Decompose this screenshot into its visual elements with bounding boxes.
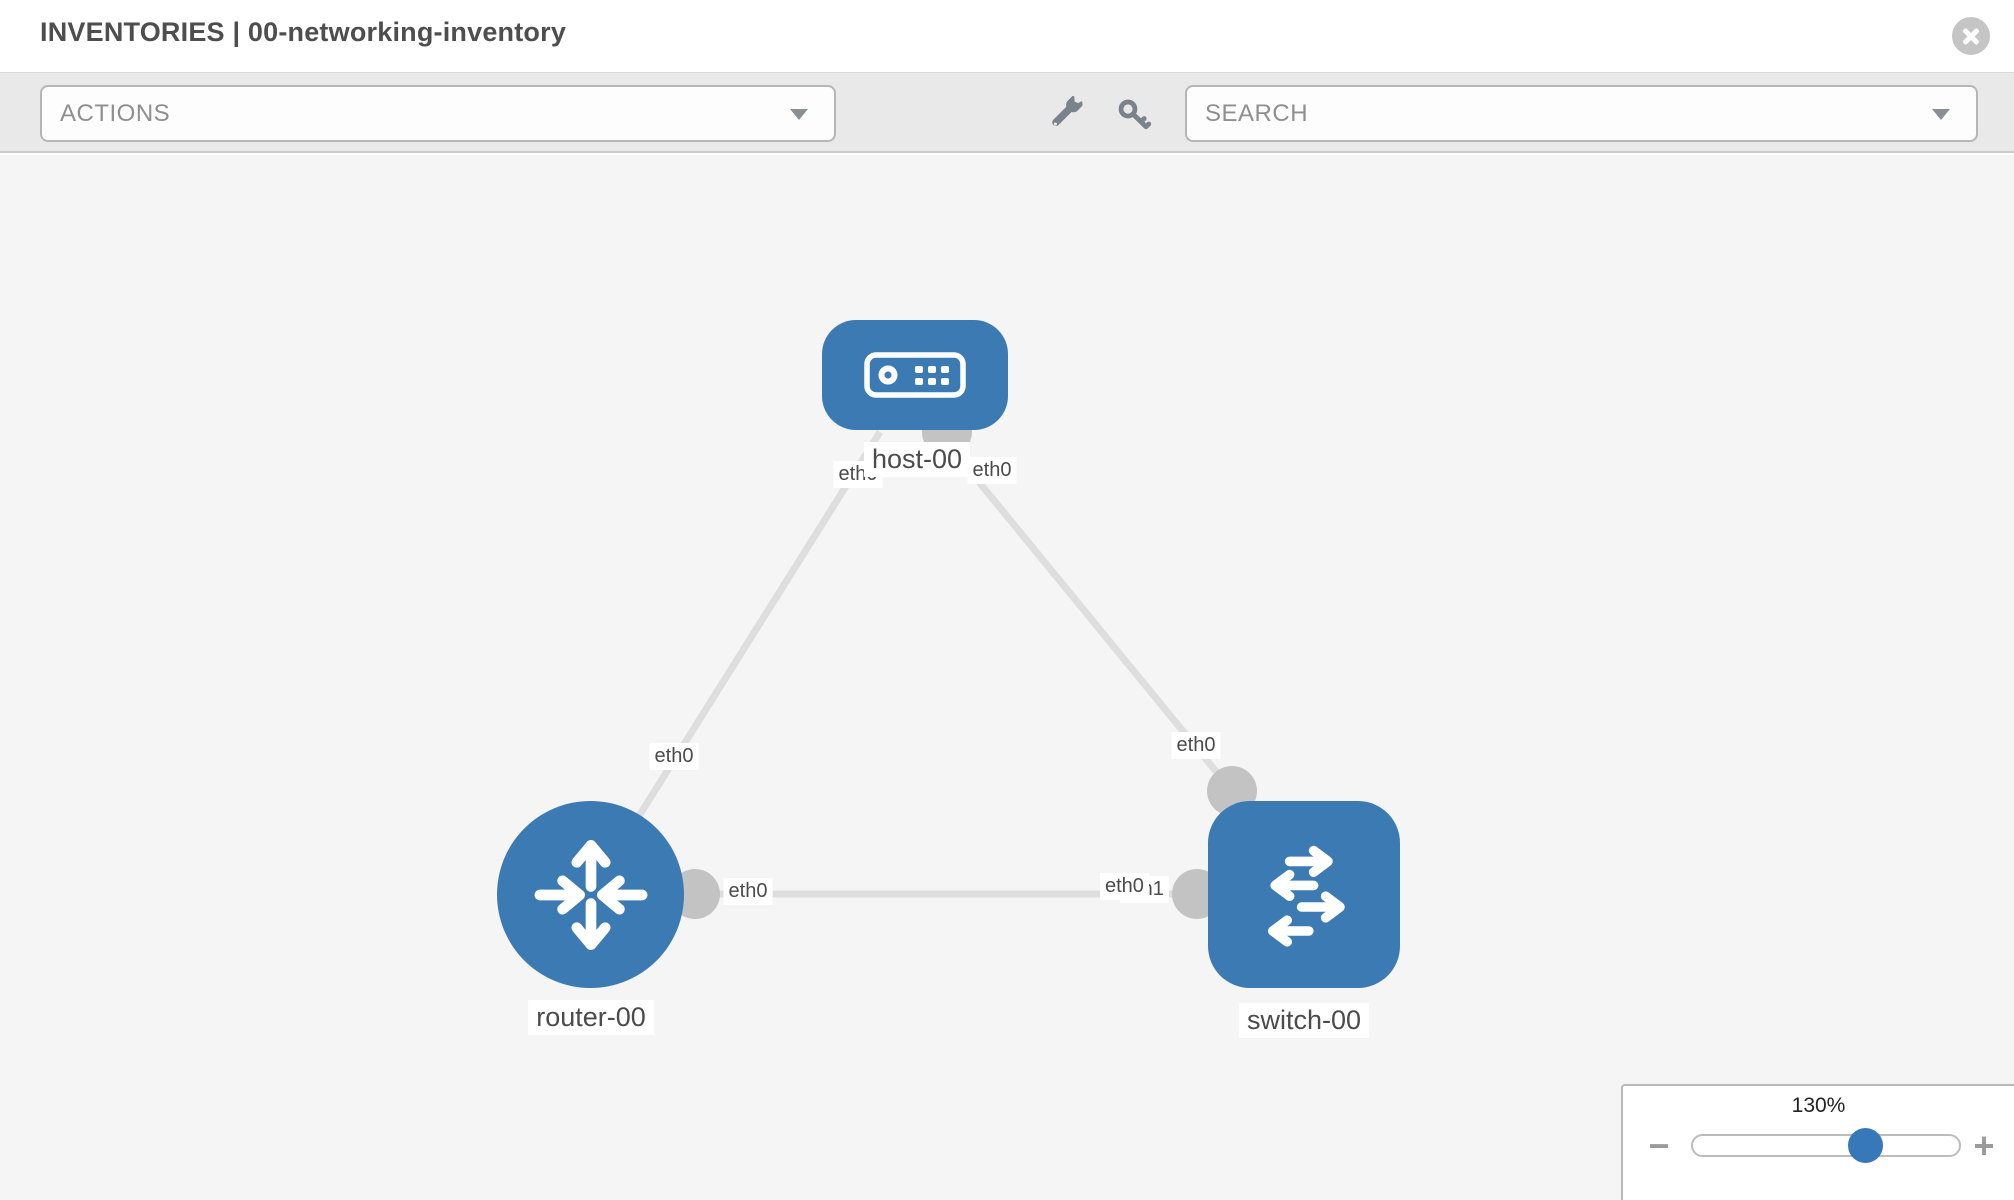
page-title: INVENTORIES | 00-networking-inventory	[40, 17, 567, 47]
zoom-slider[interactable]	[1691, 1134, 1961, 1157]
actions-dropdown[interactable]: ACTIONS	[40, 85, 836, 142]
host-icon	[864, 352, 966, 398]
iface-label-host-eth0-right: eth0	[967, 457, 1017, 484]
search-dropdown-label: SEARCH	[1205, 99, 1309, 127]
iface-label-router-eth0: eth0	[723, 878, 773, 905]
minus-icon: −	[1648, 1125, 1670, 1166]
links-layer	[587, 429, 1235, 898]
close-icon	[1952, 17, 1990, 55]
zoom-in-button[interactable]: +	[1964, 1126, 2004, 1166]
iface-label-router-host-eth0: eth0	[649, 743, 699, 770]
node-router-00[interactable]	[497, 801, 684, 988]
configure-button[interactable]	[1044, 95, 1088, 135]
link-switch-host[interactable]	[935, 429, 1235, 794]
node-host-00[interactable]	[822, 320, 1008, 430]
zoom-slider-handle[interactable]	[1848, 1128, 1883, 1163]
plus-icon: +	[1973, 1125, 1995, 1166]
caret-down-icon	[790, 108, 808, 120]
caret-down-icon	[1932, 108, 1950, 120]
wrench-icon	[1052, 96, 1083, 127]
credentials-button[interactable]	[1112, 95, 1156, 135]
zoom-out-button[interactable]: −	[1639, 1126, 1679, 1166]
node-label-router-00[interactable]: router-00	[528, 1000, 654, 1036]
close-button[interactable]	[1952, 17, 1990, 55]
router-icon	[534, 839, 647, 950]
search-dropdown[interactable]: SEARCH	[1185, 85, 1978, 142]
actions-dropdown-label: ACTIONS	[60, 99, 171, 127]
toolbar: ACTIONS SEARCH	[0, 72, 2014, 153]
topology-canvas[interactable]: host-00 router-00 switch-00 eth0 eth0 et…	[0, 155, 2014, 1200]
zoom-level-text: 130%	[1791, 1094, 1846, 1117]
iface-label-switch-eth0: eth0	[1100, 873, 1149, 900]
switch-icon	[1268, 845, 1345, 947]
page-header: INVENTORIES | 00-networking-inventory	[0, 0, 2014, 72]
node-label-switch-00[interactable]: switch-00	[1238, 1003, 1370, 1039]
iface-label-switch-host-eth0: eth0	[1171, 732, 1221, 759]
zoom-panel: 130% − +	[1621, 1084, 2014, 1200]
node-switch-00[interactable]	[1208, 801, 1400, 988]
node-label-host-00[interactable]: host-00	[863, 442, 971, 478]
key-icon	[1118, 99, 1152, 130]
